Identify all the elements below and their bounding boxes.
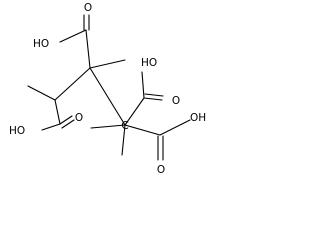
bond-lower-c-oh [41, 123, 61, 131]
atom-label-o-mid-right: O [172, 95, 180, 107]
atom-label-oh-top-left: HO [33, 38, 49, 50]
bond-qb-methyl-down [121, 124, 126, 156]
bond-qa-to-ch [54, 67, 91, 101]
bond-mid-co-double-2 [144, 93, 164, 97]
bond-mid-c-oh [141, 71, 145, 99]
bond-qb-to-mid-carboxyl [124, 97, 145, 126]
atom-label-oh-bottom-left: HO [9, 125, 25, 137]
bond-qa-methyl [89, 59, 126, 69]
bond-lower-co-double-2 [61, 119, 75, 129]
chemical-structure: O HO HO O HO O O OH C [9, 2, 206, 176]
bond-qb-methyl-left [90, 124, 126, 129]
bond-network [27, 14, 191, 161]
atom-label-oh-bottom-right: OH [190, 112, 206, 124]
atom-label-carbon-center: C [121, 120, 128, 132]
bond-top-c-oh [59, 29, 87, 43]
atom-labels: O HO HO O HO O O OH C [9, 2, 206, 176]
bond-lr-c-oh [159, 119, 191, 136]
bond-qa-to-qb [89, 67, 126, 126]
bond-top-carboxyl-to-qa [85, 29, 91, 69]
atom-label-o-bottom-right: O [157, 164, 165, 176]
bond-qb-to-lower-right-carboxyl [124, 124, 161, 136]
atom-label-o-top: O [84, 2, 92, 14]
bond-ch-to-lower-carboxyl [54, 99, 61, 125]
atom-label-oh-top-right: HO [141, 57, 157, 69]
bond-mid-co-double-1 [143, 97, 163, 101]
bond-ch-methyl [27, 85, 56, 101]
atom-label-o-bottom-left: O [75, 112, 83, 124]
bond-lower-co-double-1 [59, 115, 73, 125]
